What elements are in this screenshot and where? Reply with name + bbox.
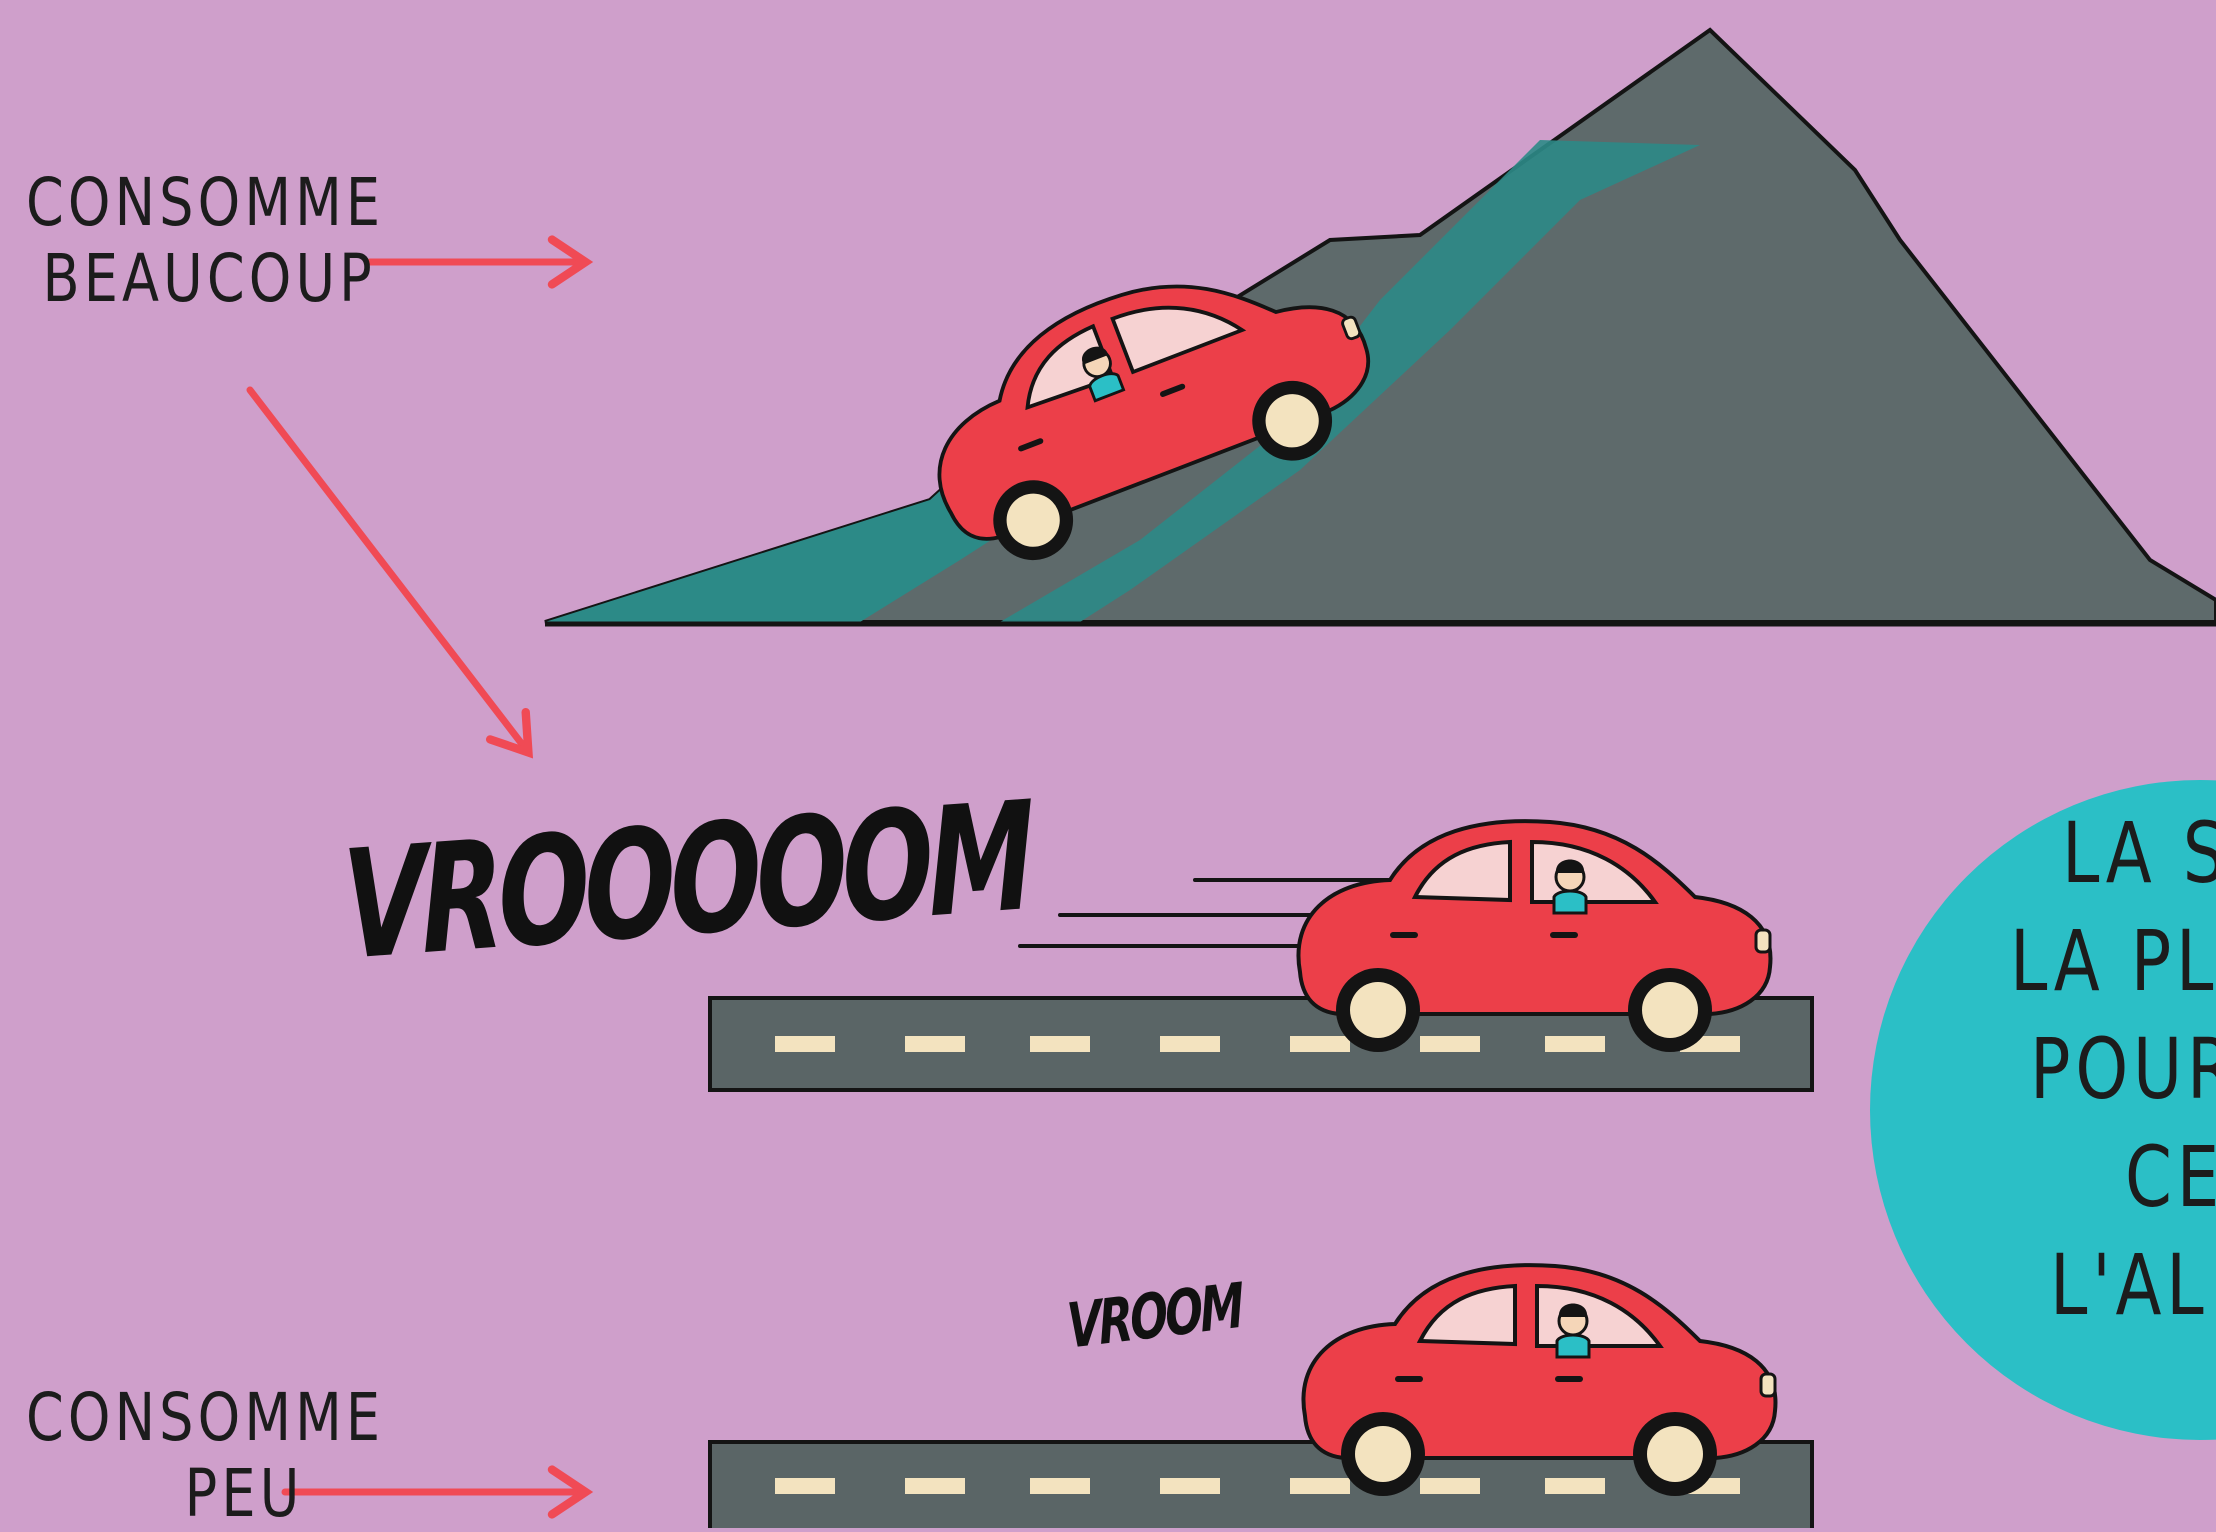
label-line: CONSOMME bbox=[26, 165, 384, 241]
bubble-line: CE bbox=[2125, 1124, 2216, 1232]
driver-icon bbox=[1557, 1304, 1589, 1358]
driver-icon bbox=[1554, 860, 1586, 914]
label-line: PEU bbox=[26, 1456, 384, 1532]
bubble-line: LA S bbox=[2062, 800, 2216, 908]
mountain-icon bbox=[545, 30, 2216, 624]
arrow-icon bbox=[250, 390, 525, 748]
label-line: CONSOMME bbox=[26, 1380, 384, 1456]
bubble-line: L'AL bbox=[2050, 1232, 2209, 1340]
label-line: BEAUCOUP bbox=[26, 241, 384, 317]
bubble-line: POUR bbox=[2030, 1016, 2216, 1124]
label-consomme-beaucoup: CONSOMME BEAUCOUP bbox=[26, 165, 384, 317]
label-consomme-peu: CONSOMME PEU bbox=[26, 1380, 384, 1532]
bubble-line: LA PL bbox=[2010, 908, 2216, 1016]
